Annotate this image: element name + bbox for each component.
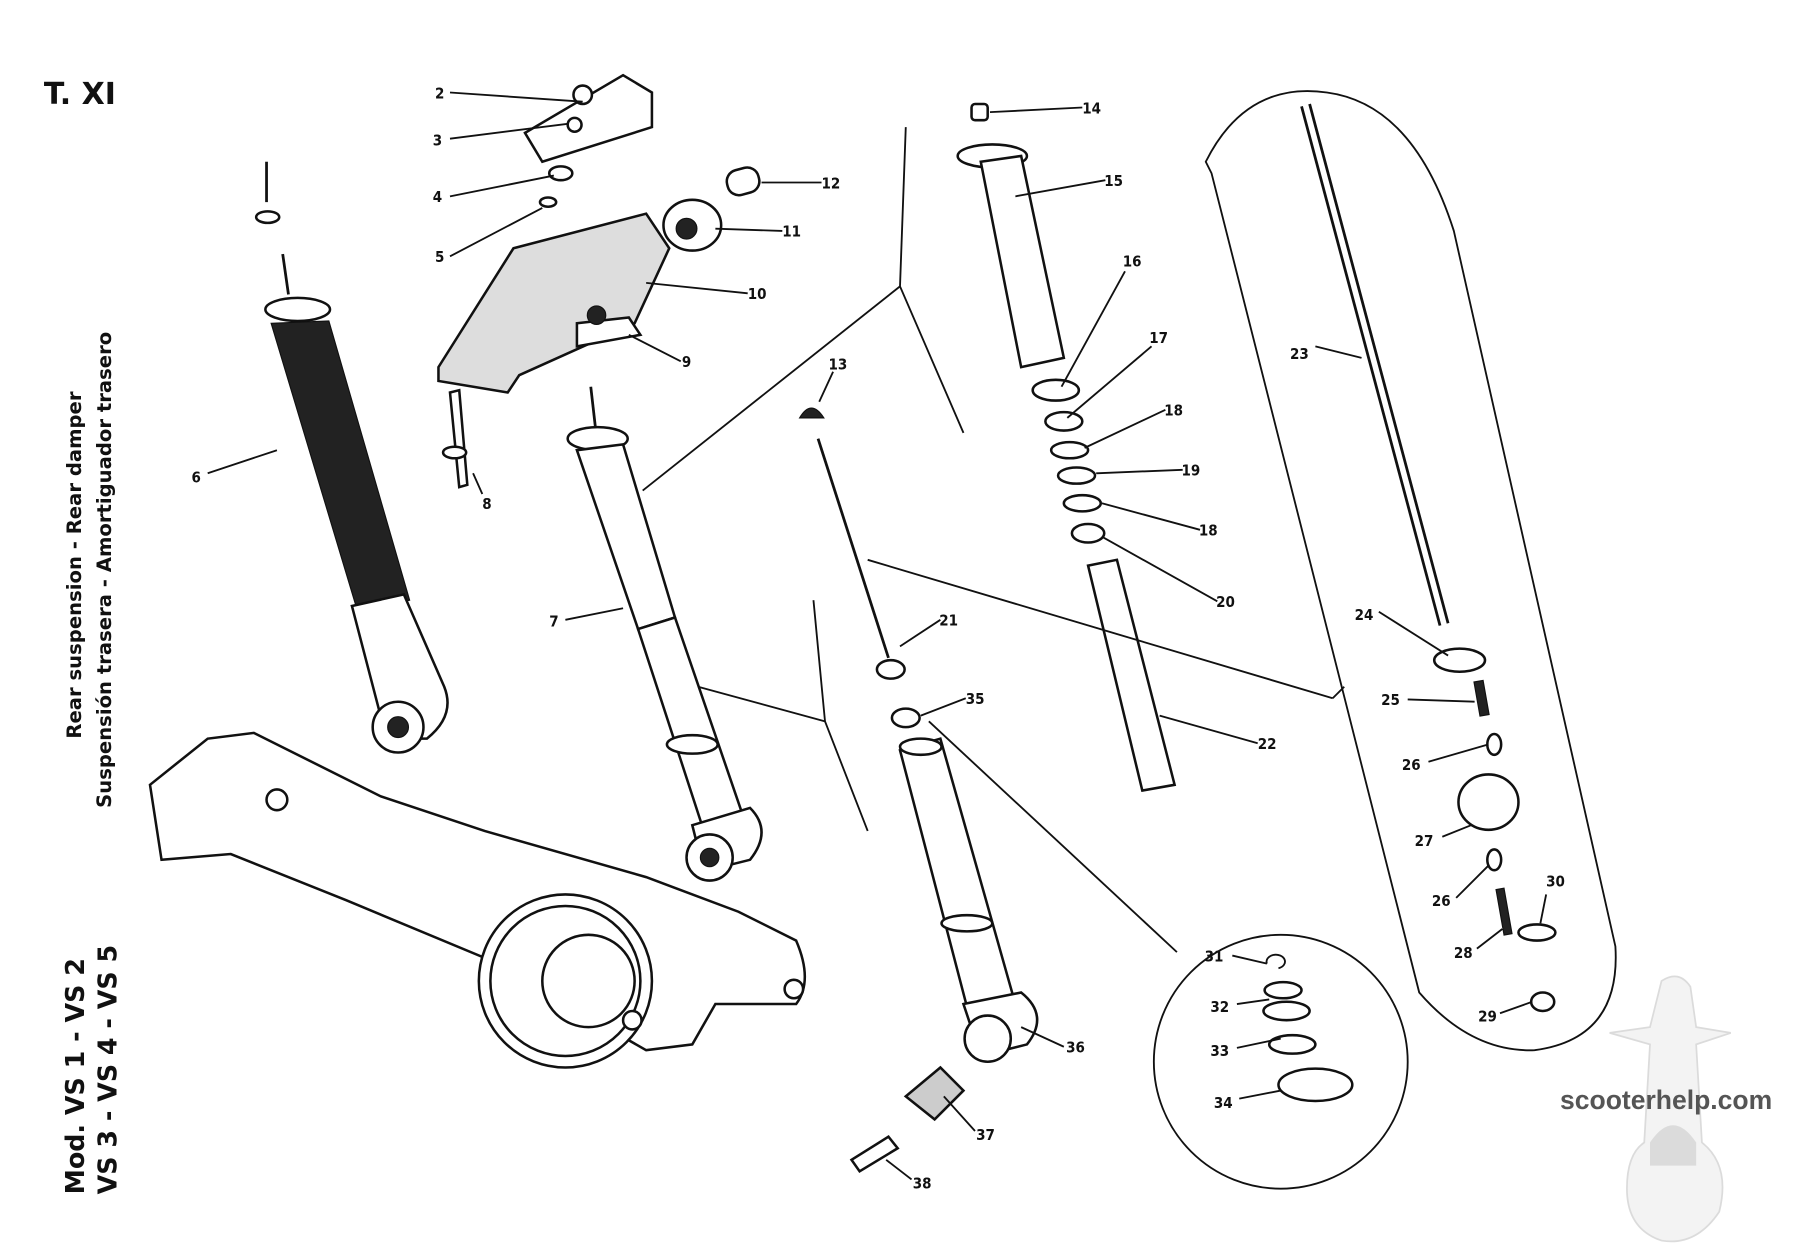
title-english: Rear suspension - Rear damper (63, 391, 86, 739)
callout: 20 (1216, 593, 1235, 611)
callout: 10 (748, 285, 767, 303)
callout: 37 (976, 1126, 995, 1144)
callout: 5 (435, 248, 444, 266)
callout: 8 (482, 495, 491, 513)
rear-damper-spring-assembly (254, 161, 449, 754)
callout: 13 (828, 355, 847, 373)
callout: 9 (682, 353, 691, 371)
callout: 23 (1290, 345, 1309, 363)
callout: 18 (1164, 402, 1183, 420)
callout: 36 (1066, 1039, 1085, 1057)
callout: 29 (1478, 1007, 1497, 1025)
callout: 11 (782, 223, 801, 241)
watermark-text: scooterhelp.com (1560, 1085, 1772, 1115)
plate-number: T. XI (44, 77, 116, 112)
scooter-watermark-logo (1609, 975, 1732, 1243)
model-line-2: VS 3 - VS 4 - VS 5 (93, 945, 123, 1195)
callout: 33 (1210, 1042, 1229, 1060)
valve-detail-circle (1152, 933, 1409, 1190)
callout: 19 (1182, 462, 1201, 480)
callout: 4 (433, 188, 442, 206)
callout: 16 (1123, 253, 1142, 271)
callout: 24 (1355, 606, 1374, 624)
callout: 26 (1402, 756, 1421, 774)
callout: 31 (1205, 947, 1224, 965)
callout: 22 (1258, 735, 1277, 753)
callout: 7 (549, 613, 558, 631)
leader-lines (207, 91, 1548, 1181)
rear-damper (566, 386, 763, 882)
callout: 34 (1214, 1094, 1233, 1112)
callout: 21 (939, 612, 958, 630)
callout: 28 (1454, 944, 1473, 962)
callout: 17 (1149, 329, 1168, 347)
callout: 2 (435, 84, 444, 102)
callout: 6 (192, 469, 201, 487)
title-spanish: Suspensión trasera - Amortiguador traser… (93, 332, 116, 808)
callout: 38 (913, 1175, 932, 1193)
damper-internals-detail (1204, 90, 1617, 1052)
callout: 27 (1415, 832, 1434, 850)
callout: 3 (433, 132, 442, 150)
model-line-1: Mod. VS 1 - VS 2 (60, 958, 90, 1194)
callout: 14 (1082, 99, 1101, 117)
callout: 35 (966, 690, 985, 708)
callout: 30 (1546, 872, 1565, 890)
swing-arm (148, 731, 806, 1069)
callout: 15 (1104, 172, 1123, 190)
callout: 26 (1432, 892, 1451, 910)
damper-rod-parts (798, 407, 1039, 1174)
callout: 32 (1210, 998, 1229, 1016)
callout: 18 (1199, 522, 1218, 540)
callout-numbers: 2 3 4 5 12 11 10 9 8 6 7 13 14 15 16 17 … (192, 84, 1565, 1192)
mounting-bracket (437, 73, 761, 489)
callout: 25 (1381, 691, 1400, 709)
callout: 12 (822, 174, 841, 192)
damper-cylinder-parts (956, 102, 1177, 793)
